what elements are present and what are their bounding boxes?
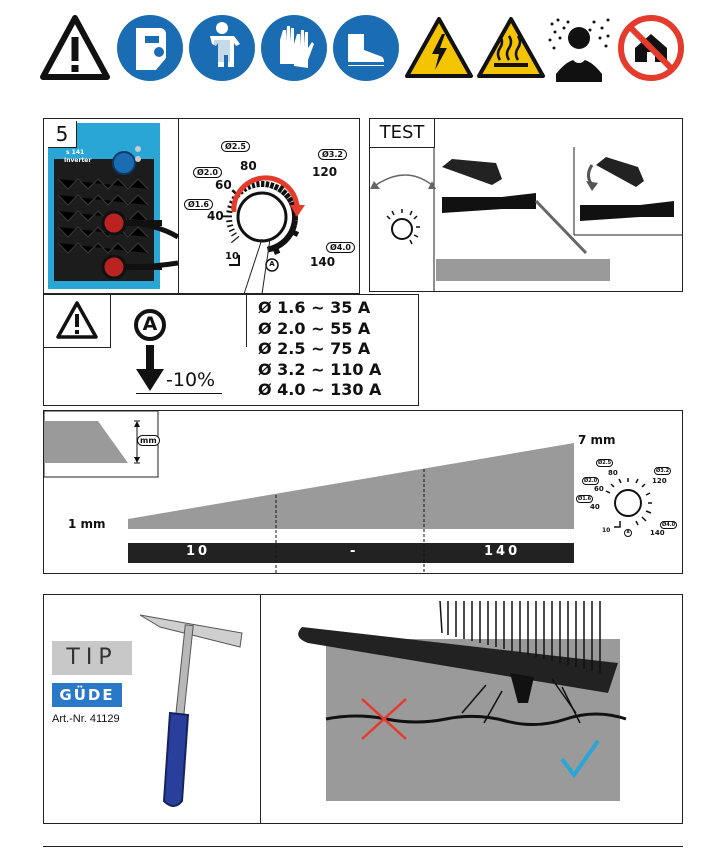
- warning-icon: [40, 15, 110, 80]
- dial-tick: [226, 219, 233, 223]
- thickness-wedge: [44, 411, 652, 573]
- panel-number: 5: [48, 121, 77, 148]
- current-dial: [221, 175, 305, 272]
- dial-panel: 10 40 60 80 120 140 Ø1.6 Ø2.0 Ø2.5 Ø3.2 …: [179, 118, 360, 294]
- dial-tick: [228, 228, 235, 233]
- electric-hazard-icon: [405, 17, 473, 78]
- dial-tick: [271, 243, 281, 255]
- brand-logo: GÜDE: [52, 683, 122, 707]
- tip-label: TIP: [52, 641, 132, 675]
- mini-dial-60: 60: [594, 485, 604, 493]
- mini-dial-3-2: Ø3.2: [654, 467, 672, 475]
- no-indoor-icon: [618, 15, 684, 81]
- dial-tick: [280, 189, 288, 197]
- mini-dial-10: 10: [602, 527, 611, 534]
- dial-tick: [231, 232, 237, 237]
- dial-tick: [286, 196, 294, 204]
- mini-dial-40: 40: [590, 503, 600, 511]
- mini-dial-1-6: Ø1.6: [576, 495, 594, 503]
- dial-tick: [269, 182, 275, 189]
- warning-icon: [56, 301, 98, 339]
- machine-model-label: s 141: [66, 149, 85, 156]
- dial-scale-120: 120: [312, 165, 338, 179]
- mini-dial-4-0: Ø4.0: [660, 521, 678, 529]
- dial-diameter-3-2: Ø3.2: [318, 149, 347, 160]
- machine-panel: 5 s 141 Inverter: [43, 118, 179, 294]
- dial-scale-60: 60: [215, 178, 232, 192]
- brand-name: GÜDE: [59, 686, 115, 704]
- dial-tick: [283, 192, 292, 200]
- dial-tick: [291, 219, 298, 226]
- dial-tick: [289, 223, 298, 231]
- dial-diameter-4-0: Ø4.0: [326, 242, 355, 253]
- tip-divider: [260, 594, 261, 824]
- warning-box: [44, 295, 111, 348]
- dial-diameter-2-0: Ø2.0: [193, 167, 222, 178]
- chipping-hammer-illustration: [139, 614, 243, 807]
- dial-tick: [227, 224, 234, 228]
- mini-dial-140: 140: [650, 529, 665, 537]
- dial-tick: [251, 181, 256, 189]
- reduction-underline: [136, 393, 222, 394]
- dial-tick: [285, 231, 294, 240]
- bar-label-max: 140: [484, 544, 521, 559]
- welder-machine-illustration: [44, 119, 178, 293]
- reduction-value: -10%: [166, 369, 216, 391]
- dial-ticks: [221, 177, 302, 255]
- mini-dial-2-5: Ø2.5: [596, 459, 614, 467]
- dial-diameter-1-6: Ø1.6: [184, 199, 213, 210]
- hot-surface-icon: [477, 17, 545, 78]
- thickness-unit-marker: mm: [137, 435, 160, 446]
- safety-icon-row: [40, 14, 684, 84]
- dial-tick: [278, 238, 287, 247]
- test-panel: TEST: [369, 118, 683, 292]
- wire-brush-illustration: [298, 600, 627, 801]
- amperage-row: Ø 2.5 ~ 75 A: [258, 339, 371, 358]
- thickness-panel: mm 1 mm 7 mm 10 - 140 Ø2.5 Ø2.0 Ø1.6 Ø3.…: [43, 410, 683, 574]
- dial-tick: [265, 181, 270, 188]
- bar-label-sep: -: [350, 544, 356, 559]
- bar-label-min: 10: [186, 544, 211, 559]
- amperage-row: Ø 4.0 ~ 130 A: [258, 380, 382, 399]
- test-label: TEST: [370, 119, 435, 148]
- footer-rule: [43, 846, 683, 847]
- amperage-row: Ø 1.6 ~ 35 A: [258, 298, 371, 317]
- amperage-row: Ø 3.2 ~ 110 A: [258, 359, 382, 379]
- dial-scale-80: 80: [240, 159, 257, 173]
- fumes-icon: [546, 14, 612, 82]
- gloves-icon: [261, 15, 327, 81]
- dial-tick: [282, 235, 291, 244]
- mini-dial-80: 80: [608, 469, 618, 477]
- dial-tick: [273, 183, 280, 191]
- reduction-symbol: A: [142, 313, 158, 335]
- dial-scale-40: 40: [207, 209, 224, 223]
- article-number: Art.-Nr. 41129: [52, 713, 120, 725]
- face-shield-icon: [117, 15, 183, 81]
- test-illustration: [370, 147, 682, 291]
- machine-inverter-label: Inverter: [64, 157, 92, 164]
- amperage-row: Ø 2.0 ~ 55 A: [258, 318, 371, 338]
- dial-tick: [266, 245, 275, 253]
- reduction-arrow: [134, 309, 166, 391]
- dial-tick: [230, 235, 240, 244]
- mini-dial-120: 120: [652, 477, 667, 485]
- mini-dial-2-0: Ø2.0: [582, 477, 600, 485]
- dial-scale-140: 140: [310, 255, 336, 269]
- dial-diameter-2-5: Ø2.5: [221, 141, 250, 152]
- safety-boots-icon: [333, 15, 399, 81]
- dial-amp-symbol: A: [269, 260, 275, 268]
- apron-icon: [189, 15, 255, 81]
- dial-scale-10: 10: [225, 251, 239, 262]
- amperage-divider: [246, 294, 247, 347]
- tip-panel: TIP GÜDE Art.-Nr. 41129: [43, 594, 683, 824]
- min-thickness-label: 1 mm: [68, 517, 106, 531]
- max-thickness-label: 7 mm: [578, 433, 616, 447]
- dial-tick: [275, 241, 284, 250]
- dial-tick: [226, 210, 233, 214]
- mini-dial-amp: A: [626, 529, 630, 534]
- dial-tick: [287, 227, 300, 237]
